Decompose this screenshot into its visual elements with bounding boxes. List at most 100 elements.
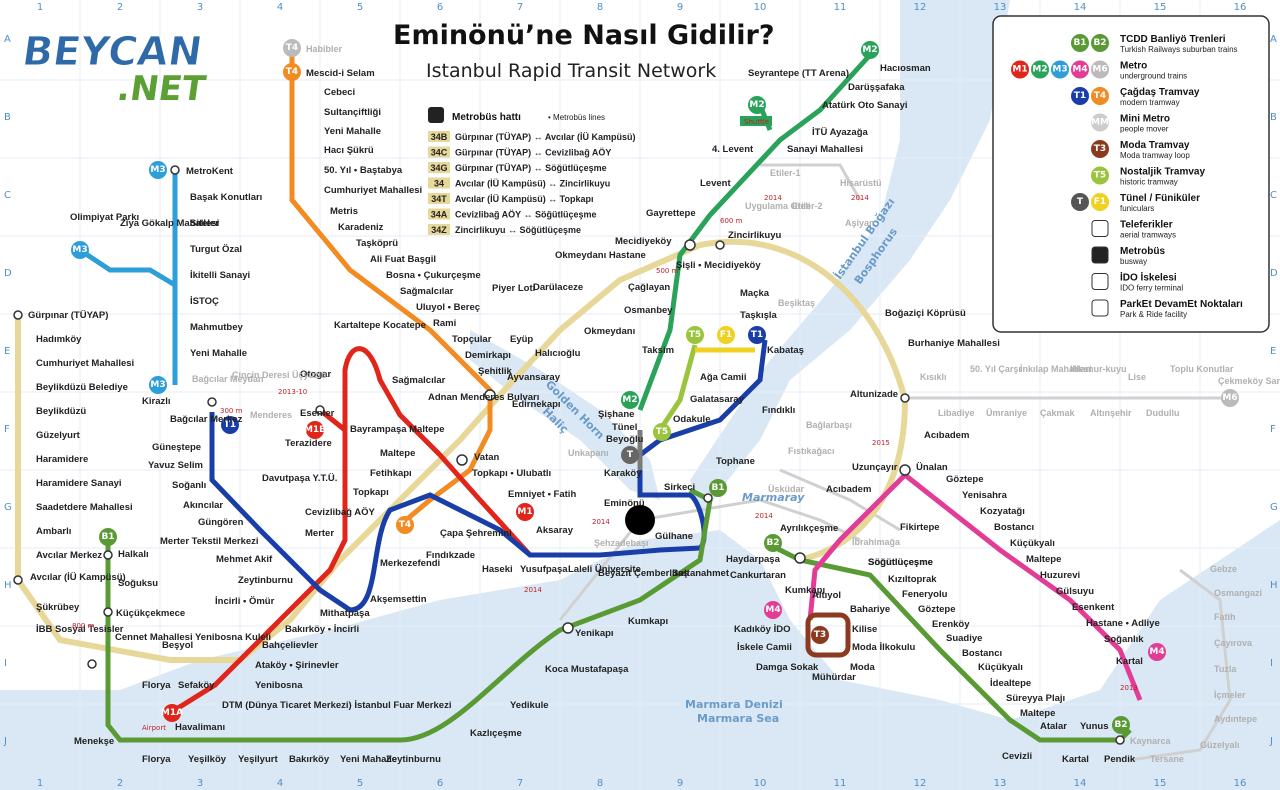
- legend-badge-text: B1: [1073, 38, 1086, 48]
- t3-badge: [811, 626, 829, 644]
- station-marker[interactable]: [456, 454, 468, 466]
- station-marker[interactable]: [87, 659, 97, 669]
- station-label: Zeytinburnu: [386, 754, 441, 765]
- station-label: Bağcılar Merkez: [170, 414, 243, 425]
- grid-labels: 1122334455667788991010111112121313141415…: [3, 2, 1278, 789]
- station-label: Cennet Mahallesi: [115, 632, 193, 643]
- station-label: Davutpaşa Y.T.Ü.: [262, 473, 337, 484]
- station-marker[interactable]: [13, 575, 23, 585]
- station-label: Koca Mustafapaşa: [545, 664, 629, 675]
- badge-text: M2: [622, 395, 637, 405]
- station-marker[interactable]: [703, 493, 713, 503]
- m6-gray-line: [760, 163, 862, 201]
- station-label: Mescid-i Selam: [306, 68, 375, 79]
- station-label: Haramidere: [36, 454, 88, 465]
- station-label: Beylikdüzü: [36, 406, 86, 417]
- station-marker[interactable]: [170, 165, 180, 175]
- legend-title: Mini Metro: [1120, 114, 1170, 125]
- airport-label: Airport: [142, 724, 166, 732]
- station-label: Güzelyalı: [1200, 740, 1240, 750]
- station-label: Esenkent: [1072, 602, 1115, 613]
- station-label: Fikirtepe: [900, 522, 940, 533]
- station-label: Levent: [700, 178, 731, 189]
- station-label: Kaynarca: [1130, 736, 1172, 746]
- grid-row-label: D: [4, 268, 12, 279]
- station-label: Maçka: [740, 288, 770, 299]
- station-label: Süreyya Plajı: [1006, 693, 1065, 704]
- station-label: Sefaköy: [178, 680, 215, 691]
- station-label: Laleli Üniversite: [568, 564, 641, 575]
- station-marker[interactable]: [103, 550, 113, 560]
- page-title: Eminönü’ne Nasıl Gidilir?: [393, 20, 775, 51]
- legend-badge-text: B2: [1093, 38, 1106, 48]
- station-marker[interactable]: [315, 405, 325, 415]
- station-label: Ali Fuat Başgil: [370, 254, 436, 265]
- badge-text: T3: [814, 630, 826, 640]
- station-label: Acıbadem: [924, 430, 969, 441]
- station-label: Ambarlı: [36, 526, 71, 537]
- station-marker[interactable]: [794, 552, 806, 564]
- metrobus-route: Gürpınar (TÜYAP) ↔ Söğütlüçeşme: [455, 163, 607, 173]
- grid-col-label: 12: [914, 2, 927, 13]
- station-label: Cumhuriyet Mahallesi: [324, 185, 422, 196]
- legend-icon: [1091, 246, 1109, 264]
- station-marker[interactable]: [1115, 735, 1125, 745]
- legend-badge: [1071, 60, 1089, 79]
- station-label: Altınşehir: [1090, 408, 1132, 418]
- station-label: Suadiye: [946, 633, 982, 644]
- m1-badge: [516, 503, 534, 521]
- grid-row-label: A: [4, 34, 11, 45]
- station-label: Cumhuriyet Mahallesi: [36, 358, 134, 369]
- metrobus-code-badge: [428, 177, 450, 189]
- legend-title: İDO İskelesi: [1120, 271, 1177, 284]
- station-marker[interactable]: [484, 389, 496, 401]
- station-label: Bakırköy: [289, 754, 330, 765]
- station-marker[interactable]: [900, 393, 910, 403]
- station-marker[interactable]: [13, 310, 23, 320]
- station-label: Haydarpaşa: [726, 554, 781, 565]
- station-marker[interactable]: [207, 397, 217, 407]
- legend-icon: [1091, 273, 1109, 290]
- station-label: Merkezefendi: [380, 558, 440, 569]
- station-label: Avcılar (İÜ Kampüsü): [30, 572, 126, 583]
- station-marker[interactable]: [103, 607, 113, 617]
- note-2014: 2014: [524, 586, 542, 594]
- b2-line: [768, 542, 1132, 743]
- station-label: Cankurtaran: [730, 570, 786, 581]
- station-label: İkitelli Sanayi: [190, 270, 250, 281]
- grid-col-label: 16: [1234, 778, 1247, 789]
- station-label: Yeni Mahalle: [324, 126, 381, 137]
- grid-col-label: 11: [834, 2, 847, 13]
- station-label: Maltepe: [1026, 554, 1061, 565]
- station-label: Kısıklı: [920, 372, 947, 382]
- shuttle-label: Shuttle: [744, 118, 769, 126]
- legend-badge-text: T: [1077, 197, 1084, 207]
- station-label: Mühürdar: [812, 672, 856, 683]
- station-label: Moda İlkokulu: [852, 642, 916, 653]
- station-marker[interactable]: [715, 240, 725, 250]
- station-marker[interactable]: [684, 239, 696, 251]
- station-label: Acıbadem: [826, 484, 871, 495]
- station-label: Okmeydanı: [584, 326, 635, 337]
- station-label: Etiler-2: [792, 201, 823, 211]
- station-label: Saadetdere Mahallesi: [36, 502, 133, 513]
- station-marker[interactable]: [899, 464, 911, 476]
- station-label: Terazidere: [285, 438, 332, 449]
- station-label: Soğuksu: [118, 578, 158, 589]
- station-label: Havalimanı: [175, 722, 225, 733]
- badge-text: T4: [286, 43, 298, 53]
- legend-title: TCDD Banliyö Trenleri: [1120, 34, 1226, 45]
- station-label: Galatasaray: [690, 394, 745, 405]
- legend-subtitle: busway: [1120, 257, 1147, 266]
- station-marker[interactable]: [562, 622, 574, 634]
- grid-col-label: 11: [834, 778, 847, 789]
- station-label: Maltepe: [1020, 708, 1055, 719]
- station-label: Florya: [142, 754, 171, 765]
- m4-badge: [1148, 643, 1166, 661]
- station-label: Şehzadebaşı: [594, 538, 649, 548]
- legend-badge-text: M3: [1052, 65, 1067, 75]
- grid-row-label: B: [4, 112, 11, 123]
